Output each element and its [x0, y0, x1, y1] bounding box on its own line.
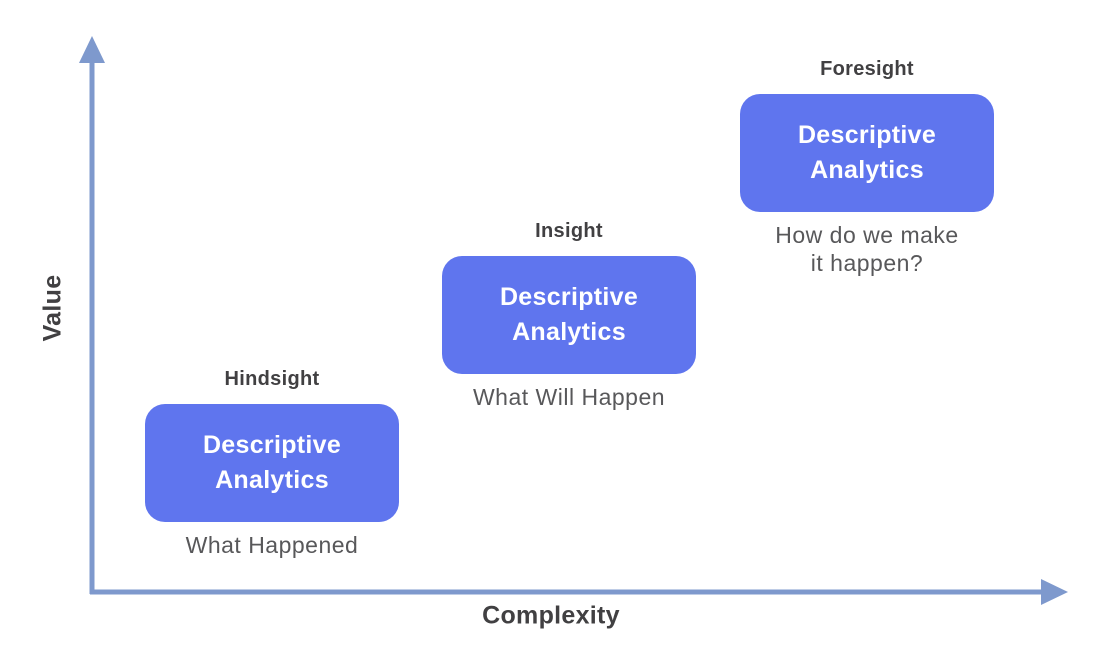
stage-header: Hindsight: [224, 368, 320, 390]
y-axis-arrowhead-icon: [79, 36, 105, 63]
stage-header: Insight: [535, 220, 603, 242]
stage-caption: How do we make it happen?: [775, 222, 959, 276]
stage-caption: What Will Happen: [472, 384, 666, 410]
analytics-box-label: Descriptive Analytics: [499, 283, 639, 346]
stage-hindsight: Hindsight Descriptive Analytics What Hap…: [145, 368, 399, 559]
stage-header: Foresight: [820, 58, 914, 80]
analytics-box-label: Descriptive Analytics: [202, 431, 342, 494]
complexity-axis-label: Complexity: [482, 601, 620, 630]
x-axis-arrowhead-icon: [1041, 579, 1068, 605]
analytics-box: Descriptive Analytics: [740, 94, 994, 212]
analytics-box: Descriptive Analytics: [145, 404, 399, 522]
stage-foresight: Foresight Descriptive Analytics How do w…: [740, 58, 994, 277]
stage-insight: Insight Descriptive Analytics What Will …: [442, 220, 696, 411]
value-axis-label: Value: [38, 274, 67, 342]
analytics-box: Descriptive Analytics: [442, 256, 696, 374]
stage-caption: What Happened: [185, 532, 359, 558]
analytics-box-label: Descriptive Analytics: [797, 121, 937, 184]
